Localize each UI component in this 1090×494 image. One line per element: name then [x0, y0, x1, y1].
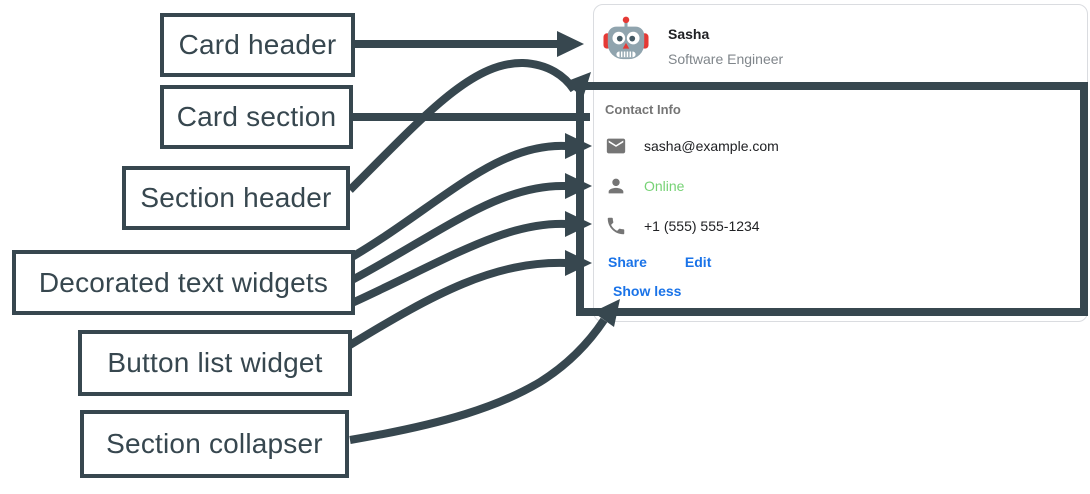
label-section-header: Section header [122, 166, 350, 230]
arrow-decorated-status [350, 181, 567, 284]
arrow-button-list [347, 258, 567, 349]
label-card-header: Card header [160, 13, 355, 77]
status-text: Online [644, 178, 685, 194]
arrowhead-card-header [557, 31, 584, 57]
arrow-section-header [347, 58, 578, 193]
show-less-button[interactable]: Show less [613, 283, 682, 299]
card-user-name: Sasha [668, 26, 710, 42]
mail-icon [606, 138, 626, 154]
label-card-section: Card section [160, 85, 353, 149]
card-section-outline [576, 82, 1088, 316]
contact-row-email: sasha@example.com [605, 135, 779, 157]
contact-row-status: Online [605, 175, 684, 197]
label-section-collapser: Section collapser [80, 410, 349, 478]
robot-avatar [603, 16, 649, 60]
label-button-list-widget: Button list widget [78, 330, 352, 396]
edit-button[interactable]: Edit [684, 254, 712, 270]
share-button[interactable]: Share [608, 254, 647, 270]
person-icon [608, 178, 624, 194]
arrow-section-collapser [349, 317, 608, 444]
contact-row-phone: +1 (555) 555-1234 [605, 215, 760, 237]
button-list: Share Edit [608, 254, 711, 270]
arrow-decorated-phone [350, 219, 567, 307]
card-user-role: Software Engineer [668, 51, 784, 67]
arrow-decorated-email [349, 141, 567, 261]
phone-icon [607, 217, 625, 235]
label-decorated-text-widgets: Decorated text widgets [12, 250, 355, 315]
section-header-text: Contact Info [605, 102, 681, 117]
contact-card [593, 4, 1088, 322]
phone-text: +1 (555) 555-1234 [644, 218, 760, 234]
email-text: sasha@example.com [644, 138, 779, 154]
